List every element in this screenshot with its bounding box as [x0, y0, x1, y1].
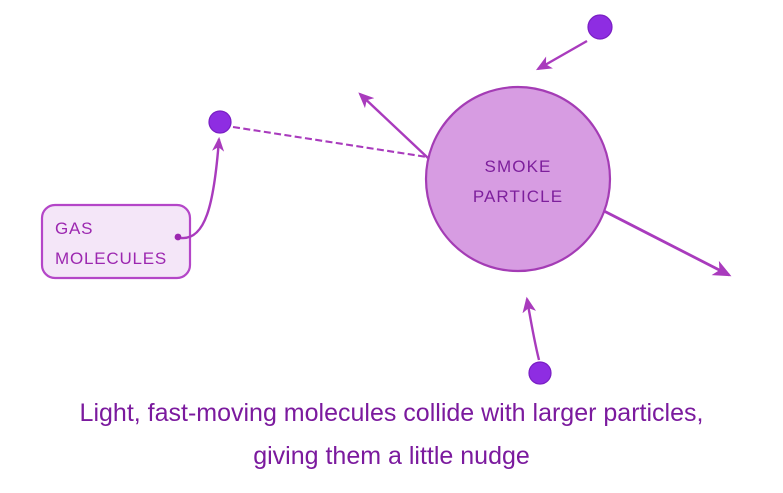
molecule-left	[208, 110, 232, 134]
molecule-bottom	[528, 361, 552, 385]
leader-anchor-dot	[174, 233, 182, 241]
caption: Light, fast-moving molecules collide wit…	[0, 392, 783, 478]
caption-line-2: giving them a little nudge	[253, 442, 530, 470]
smoke-particle-label-line1: SMOKE	[485, 157, 552, 176]
gas-molecules-label-line1: GAS	[55, 219, 93, 238]
collision-line-left-molecule	[232, 125, 428, 159]
arrow-recoil-upper-left	[358, 92, 429, 159]
arrow-recoil-lower-right	[603, 209, 732, 277]
arrow-bottom-molecule	[522, 296, 541, 361]
arrow-top-right-molecule	[535, 39, 588, 71]
caption-line-1: Light, fast-moving molecules collide wit…	[79, 399, 704, 427]
leader-gas-tag-to-molecule	[180, 136, 225, 240]
smoke-particle-circle	[424, 85, 612, 273]
gas-molecules-tag-box	[40, 203, 192, 280]
gas-molecules-label-line2: MOLECULES	[55, 249, 167, 268]
molecule-top-right	[587, 14, 613, 40]
smoke-particle-label-line2: PARTICLE	[473, 187, 563, 206]
